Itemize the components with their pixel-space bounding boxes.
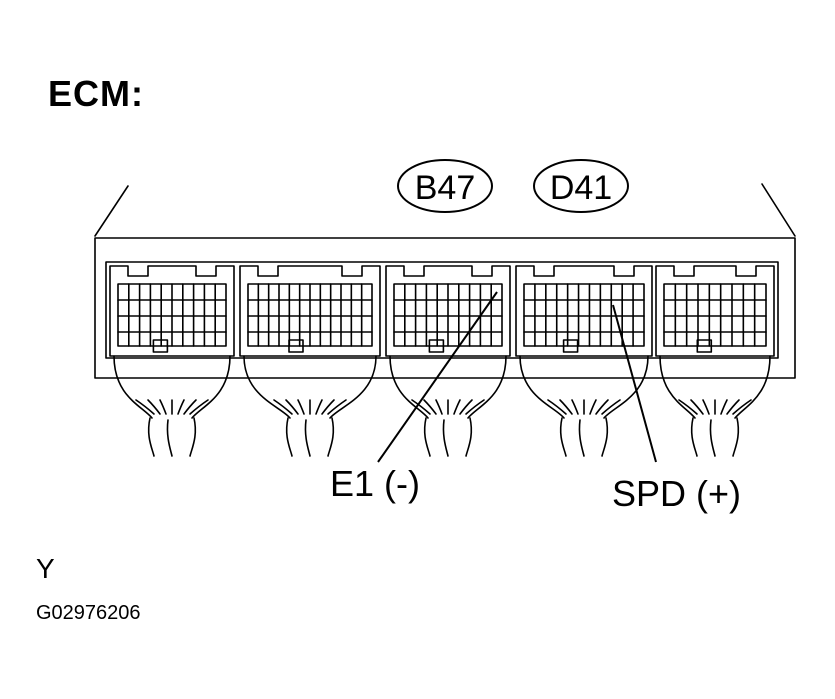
wire-strand (159, 399, 167, 415)
wire-strand (189, 399, 209, 415)
wire-harness (285, 417, 335, 457)
ecm-housing-right-edge (761, 183, 796, 237)
wire-strand (453, 399, 461, 415)
connector-id-d41: D41 (550, 169, 612, 207)
ecm-housing-left-edge (94, 185, 129, 237)
wire-strand (135, 399, 155, 415)
wire-strand (732, 399, 752, 415)
wire-strand (297, 399, 305, 415)
wire-strand (147, 399, 161, 415)
view-letter: Y (36, 553, 55, 584)
ecm-title: ECM: (48, 73, 144, 114)
wire-harness (690, 417, 740, 457)
wire-strand (595, 399, 609, 415)
connector-key (696, 339, 713, 353)
connector-4 (515, 265, 653, 457)
wire-strand (559, 399, 573, 415)
terminal-label-spd: SPD (+) (612, 473, 742, 514)
wire-bundle-outline (659, 355, 771, 419)
wire-strand (702, 399, 710, 415)
connector-key (562, 339, 579, 353)
wire-bundle-outline (243, 355, 377, 419)
wire-strand (285, 399, 299, 415)
wire-bundle-outline (389, 355, 507, 419)
connector-key (288, 339, 304, 353)
connector-id-b47: B47 (415, 169, 476, 207)
wire-strand (321, 399, 335, 415)
wire-harness (147, 417, 197, 457)
wire-strand (411, 399, 431, 415)
wire-bundle-outline (113, 355, 231, 419)
connector-pin-field (523, 283, 645, 347)
terminal-label-e1: E1 (-) (330, 463, 420, 504)
connector-shell (515, 265, 653, 357)
wire-strand (465, 399, 485, 415)
connector-shell (109, 265, 235, 357)
connector-key (152, 339, 169, 353)
wire-harness (559, 417, 609, 457)
connector-key (428, 339, 445, 353)
connector-shell (655, 265, 775, 357)
connector-3 (385, 265, 511, 457)
wire-strand (435, 399, 443, 415)
wire-strand (726, 399, 740, 415)
wire-strand (571, 399, 579, 415)
connector-2 (239, 265, 381, 457)
wire-harness (423, 417, 473, 457)
ecm-housing-face (94, 237, 796, 379)
connector-callout-d41: D41 (533, 159, 629, 213)
connector-shell (239, 265, 381, 357)
wire-strand (273, 399, 293, 415)
wire-strand (601, 399, 621, 415)
ecm-connector-panel (105, 261, 779, 359)
wire-strand (315, 399, 323, 415)
connector-callout-b47: B47 (397, 159, 493, 213)
wire-strand (177, 399, 185, 415)
wire-strand (183, 399, 197, 415)
leader-line-e1 (377, 291, 498, 463)
connector-1 (109, 265, 235, 457)
wire-strand (690, 399, 704, 415)
ecm-connectors (109, 265, 775, 457)
wire-bundle-outline (519, 355, 649, 419)
wire-strand (678, 399, 698, 415)
wire-strand (423, 399, 437, 415)
connector-5 (655, 265, 775, 457)
wire-strand (589, 399, 597, 415)
figure-code: G02976206 (36, 602, 141, 624)
connector-pin-field (663, 283, 767, 347)
wire-strand (720, 399, 728, 415)
connector-shell (385, 265, 511, 357)
wire-strand (327, 399, 347, 415)
wire-strand (459, 399, 473, 415)
wire-strand (547, 399, 567, 415)
leader-line-spd (612, 304, 657, 463)
